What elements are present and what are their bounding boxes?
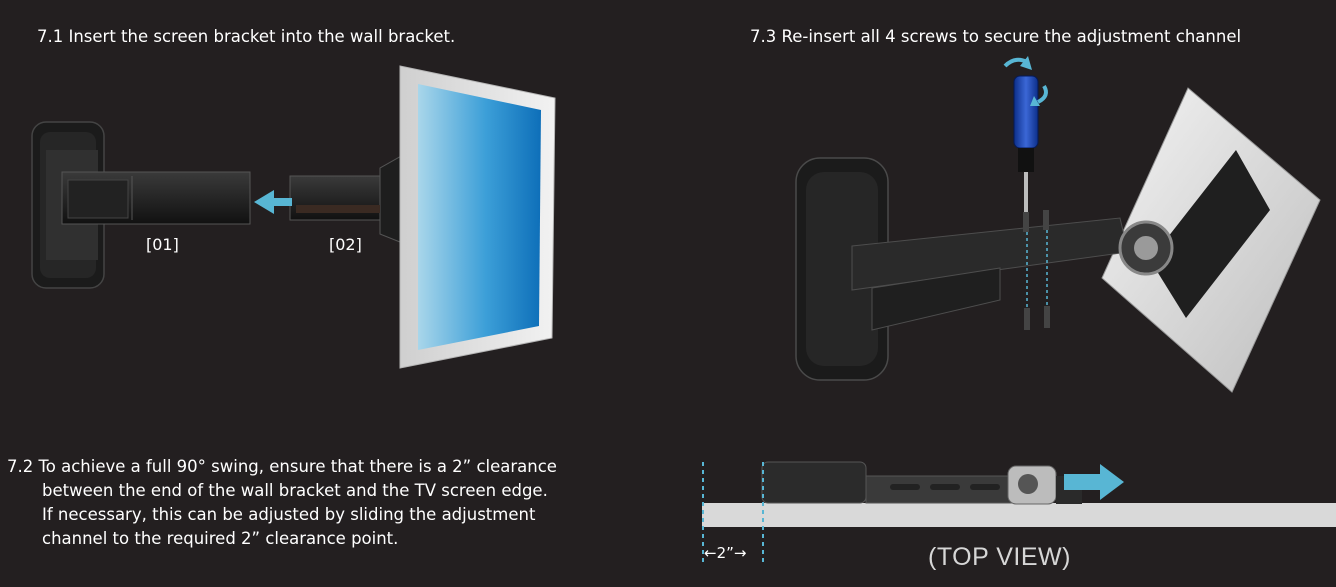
instruction-step-7-2: 7.2 To achieve a full 90° swing, ensure …	[7, 455, 667, 551]
caption-step-7-3: 7.3 Re-insert all 4 screws to secure the…	[750, 27, 1242, 46]
label-top-view: (TOP VIEW)	[928, 543, 1071, 571]
wall-bracket-arm	[61, 171, 251, 225]
screwdriver-icon	[1013, 75, 1039, 212]
slide-arrow-icon	[1064, 464, 1124, 500]
label-clearance: ←2”→	[704, 544, 747, 562]
illustration-reinsert-screws	[795, 87, 1321, 393]
caption-step-7-1: 7.1 Insert the screen bracket into the w…	[37, 27, 456, 46]
step-7-2-line-1: 7.2 To achieve a full 90° swing, ensure …	[7, 457, 557, 476]
label-part-01: [01]	[146, 235, 179, 254]
insert-arrow-icon	[254, 190, 292, 214]
label-part-02: [02]	[329, 235, 362, 254]
tv-screen	[399, 65, 556, 369]
step-7-2-line-4: channel to the required 2” clearance poi…	[42, 529, 399, 548]
step-7-2-line-3: If necessary, this can be adjusted by sl…	[42, 505, 536, 524]
step-7-2-line-2: between the end of the wall bracket and …	[42, 481, 548, 500]
rotate-arrow-icon	[1003, 56, 1048, 106]
illustration-top-view	[702, 461, 1336, 527]
clearance-guide	[702, 462, 764, 562]
